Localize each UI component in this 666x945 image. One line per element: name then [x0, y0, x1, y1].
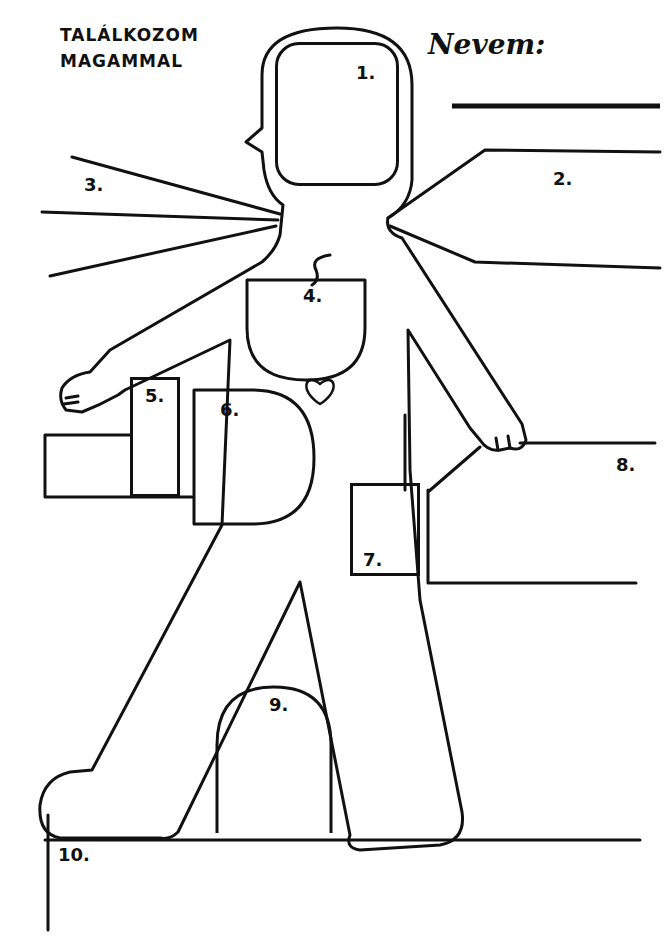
box-outline	[192, 388, 316, 526]
box-outline	[247, 280, 365, 380]
worksheet-title: TALÁLKOZOM MAGAMMAL	[60, 22, 210, 74]
arch-box: 9.	[215, 685, 333, 835]
tab-box: 5.	[130, 377, 180, 497]
name-label: Nevem:	[428, 28, 545, 61]
callout-number: 5.	[145, 386, 164, 406]
heart-symbol	[306, 380, 333, 404]
pocket-box: 7.	[350, 483, 420, 576]
body-outline	[40, 28, 526, 850]
callout-number: 3.	[84, 174, 103, 195]
ray-lines	[388, 150, 660, 268]
callout-number: 9.	[269, 695, 288, 715]
box-outline	[217, 687, 331, 833]
callout-number: 1.	[356, 63, 375, 83]
callout-number: 4.	[303, 286, 322, 306]
callout-number: 10.	[58, 844, 90, 865]
body-line	[404, 415, 407, 490]
callout-number: 8.	[616, 454, 635, 475]
tab-lines	[428, 443, 655, 583]
head-box: 1.	[275, 42, 399, 186]
pocket-box: 4.	[245, 278, 367, 382]
callout-number: 2.	[553, 168, 572, 189]
callout-number: 7.	[363, 550, 382, 570]
name-underline	[452, 104, 660, 109]
ground-line	[45, 815, 640, 930]
tab-lines	[45, 435, 192, 497]
callout-number: 6.	[220, 400, 239, 420]
ray-lines	[42, 157, 280, 276]
bag-box: 6.	[192, 388, 316, 526]
box-outline	[194, 390, 314, 524]
